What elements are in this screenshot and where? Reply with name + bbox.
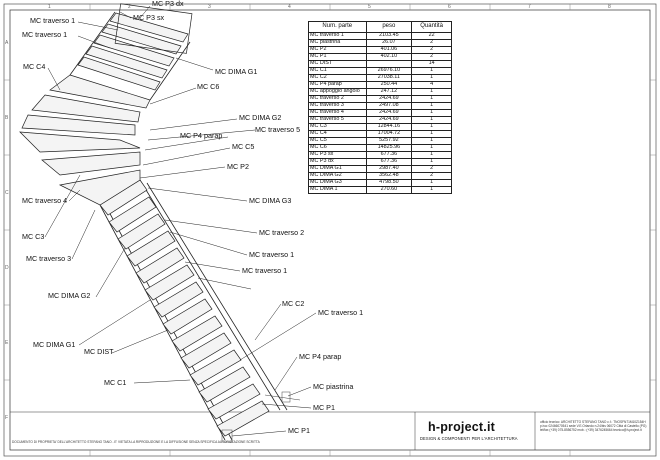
ruler-number: 8 <box>608 4 611 10</box>
callout-mc-traverso-1: MC traverso 1 <box>242 266 288 275</box>
column-header: Quantità <box>411 21 452 33</box>
callout-mc-dist: MC DIST <box>84 347 114 356</box>
callout-mc-traverso-2: MC traverso 2 <box>259 228 305 237</box>
callout-mc-traverso-1: MC traverso 1 <box>318 308 364 317</box>
callout-mc-c5: MC C5 <box>232 142 255 151</box>
callout-mc-traverso-5: MC traverso 5 <box>255 125 301 134</box>
ruler-number: 5 <box>368 4 371 10</box>
column-header: peso <box>365 21 413 33</box>
callout-mc-c1: MC C1 <box>104 378 127 387</box>
callout-mc-piastrina: MC piastrina <box>313 382 354 391</box>
callout-mc-dima-g1: MC DIMA G1 <box>215 67 258 76</box>
callout-mc-p4-parap: MC P4 parap <box>299 352 342 361</box>
ruler-number: 7 <box>528 4 531 10</box>
callout-mc-p3-dx: MC P3 dx <box>152 0 184 8</box>
callout-mc-traverso-1: MC traverso 1 <box>249 250 295 259</box>
callout-mc-traverso-4: MC traverso 4 <box>22 196 68 205</box>
callout-mc-p4-parap: MC P4 parap <box>180 131 223 140</box>
callout-mc-p3-sx: MC P3 sx <box>133 13 165 22</box>
ruler-number: 1 <box>48 4 51 10</box>
ruler-number: 2 <box>128 4 131 10</box>
weight-cell: 402.10 <box>365 53 413 61</box>
ruler-letter: C <box>5 190 9 196</box>
callout-mc-traverso-3: MC traverso 3 <box>26 254 72 263</box>
ruler-number: 3 <box>208 4 211 10</box>
callout-mc-p1: MC P1 <box>288 426 310 435</box>
callout-mc-traverso-1: MC traverso 1 <box>30 16 76 25</box>
ruler-letter: F <box>5 415 9 421</box>
ruler-letter: A <box>5 40 9 46</box>
part-name-cell: MC DIMA 1 <box>308 186 367 194</box>
callout-mc-dima-g3: MC DIMA G3 <box>249 196 292 205</box>
callout-mc-c4: MC C4 <box>23 62 46 71</box>
ruler-number: 6 <box>448 4 451 10</box>
callout-mc-c2: MC C2 <box>282 299 305 308</box>
ruler-letter: B <box>5 115 9 121</box>
ruler-letter: D <box>5 265 9 271</box>
quantity-cell: 1 <box>411 186 452 194</box>
weight-cell: 270.60 <box>365 186 413 194</box>
brand-subtitle: DESIGN & COMPONENTI PER L'ARCHITETTURA <box>420 436 518 441</box>
callout-mc-traverso-1: MC traverso 1 <box>22 30 68 39</box>
callout-mc-dima-g2: MC DIMA G2 <box>48 291 91 300</box>
callout-mc-dima-g1: MC DIMA G1 <box>33 340 76 349</box>
column-header: Num. parte <box>308 21 367 33</box>
parts-table-header: Num. parte peso Quantità <box>308 21 452 33</box>
contact-info: ufficio tecnico: ARCHITETTO STEFANO TANO… <box>540 420 647 432</box>
brand-name: h-project.it <box>428 420 495 434</box>
ruler-number: 4 <box>288 4 291 10</box>
callout-mc-c3: MC C3 <box>22 232 45 241</box>
ruler-letter: E <box>5 340 9 346</box>
callout-mc-p2: MC P2 <box>227 162 249 171</box>
callout-mc-c6: MC C6 <box>197 82 220 91</box>
ownership-note: DOCUMENTO DI PROPRIETA' DELL'ARCHITETTO … <box>12 440 260 444</box>
callout-mc-p1: MC P1 <box>313 403 335 412</box>
callout-mc-dima-g2: MC DIMA G2 <box>239 113 282 122</box>
